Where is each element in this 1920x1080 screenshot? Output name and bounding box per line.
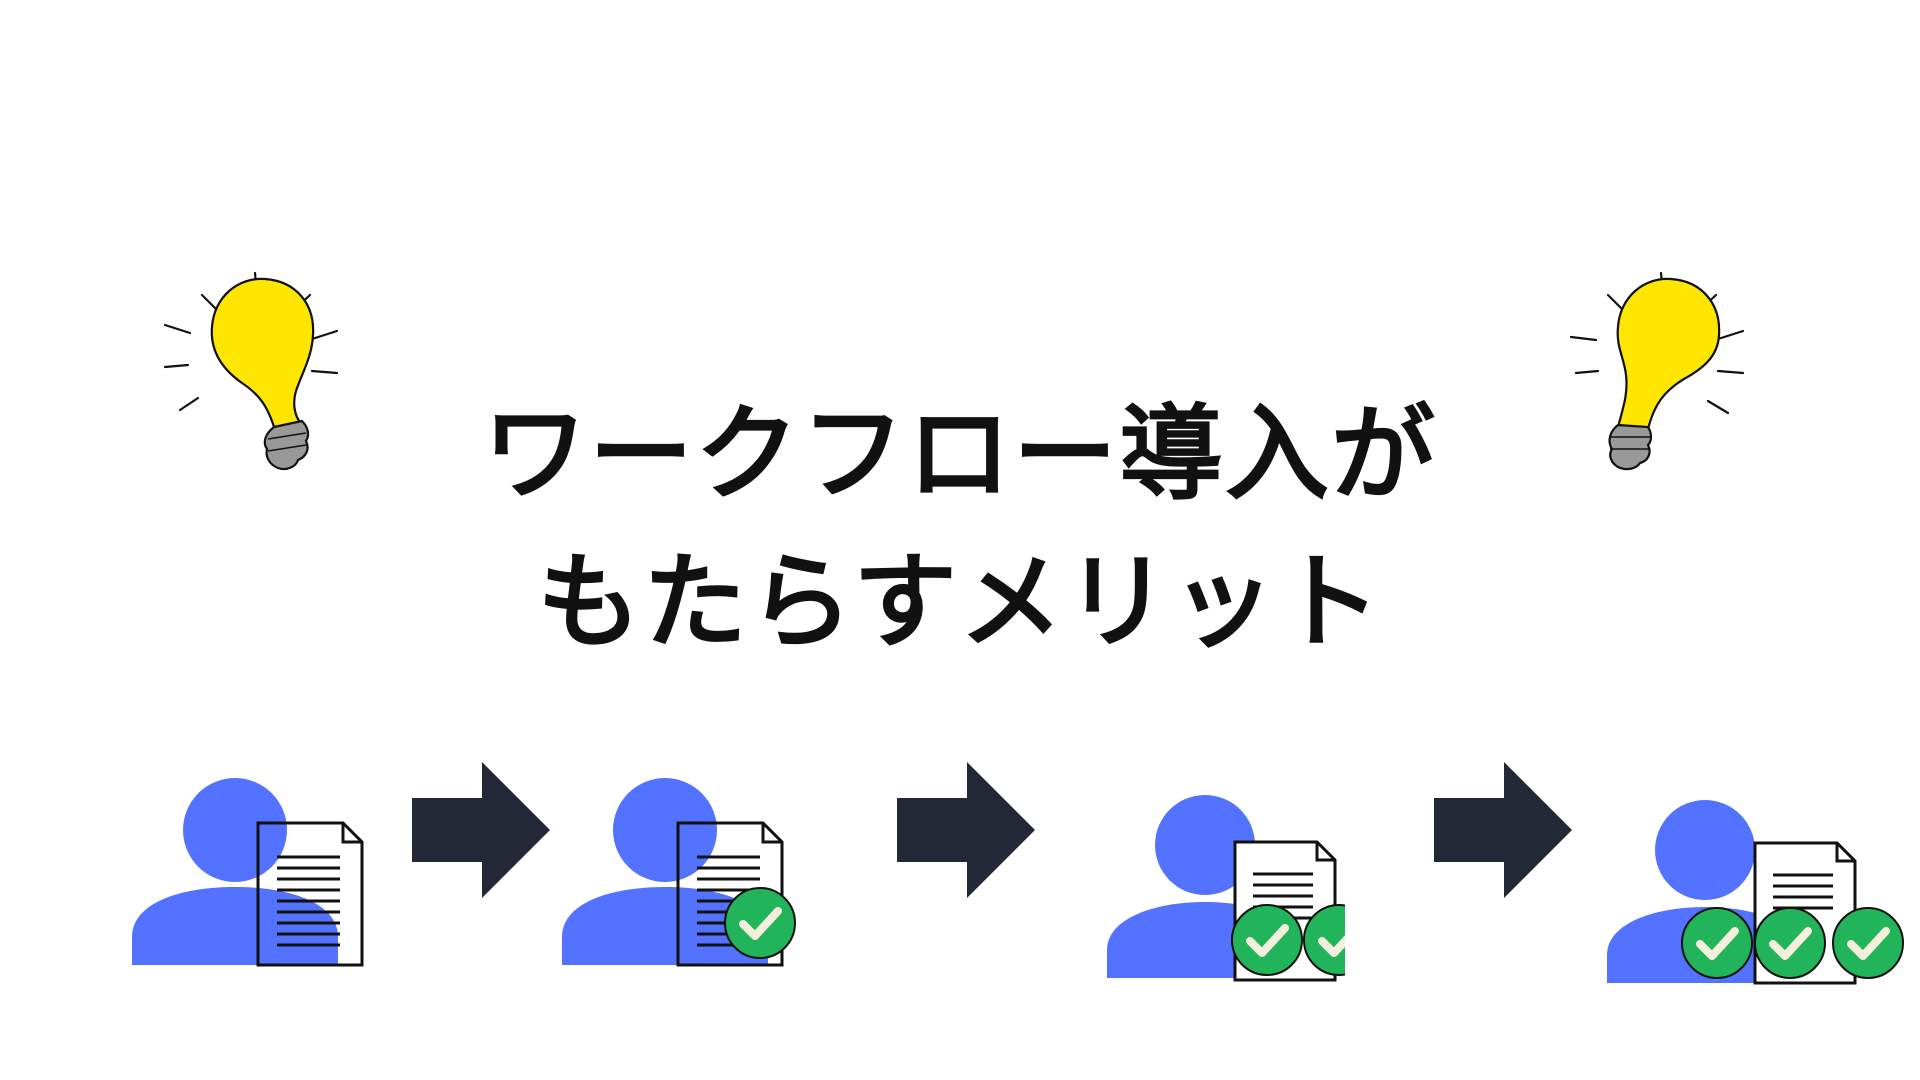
- title-line-2: もたらすメリット: [537, 541, 1383, 663]
- flow-stage-1: [132, 778, 364, 967]
- check-badge-icon: [1832, 907, 1904, 979]
- title-line-1: ワークフロー導入が: [482, 393, 1437, 515]
- person-icon: [183, 778, 287, 882]
- lightbulb-icon-left: [163, 271, 339, 471]
- check-badge-icon: [1754, 907, 1826, 979]
- person-body: [132, 887, 338, 965]
- flow-stage-3: [1107, 795, 1345, 982]
- arrow-right-icon-1: [412, 762, 550, 898]
- check-badge-icon: [724, 887, 796, 959]
- document-icon: [256, 821, 364, 967]
- arrow-right-icon-3: [1434, 762, 1572, 898]
- person-icon: [1155, 795, 1255, 895]
- person-icon: [1655, 800, 1755, 900]
- person-icon: [613, 778, 717, 882]
- check-badge-icon: [1231, 904, 1303, 976]
- flow-stage-4: [1607, 800, 1904, 985]
- page-title: ワークフロー導入が もたらすメリット: [360, 380, 1560, 676]
- flow-stage-2: [562, 778, 796, 967]
- check-badge-icon: [1303, 904, 1345, 976]
- arrow-right-icon-2: [897, 762, 1035, 898]
- check-badge-icon: [1681, 907, 1753, 979]
- lightbulb-icon-right: [1569, 271, 1745, 471]
